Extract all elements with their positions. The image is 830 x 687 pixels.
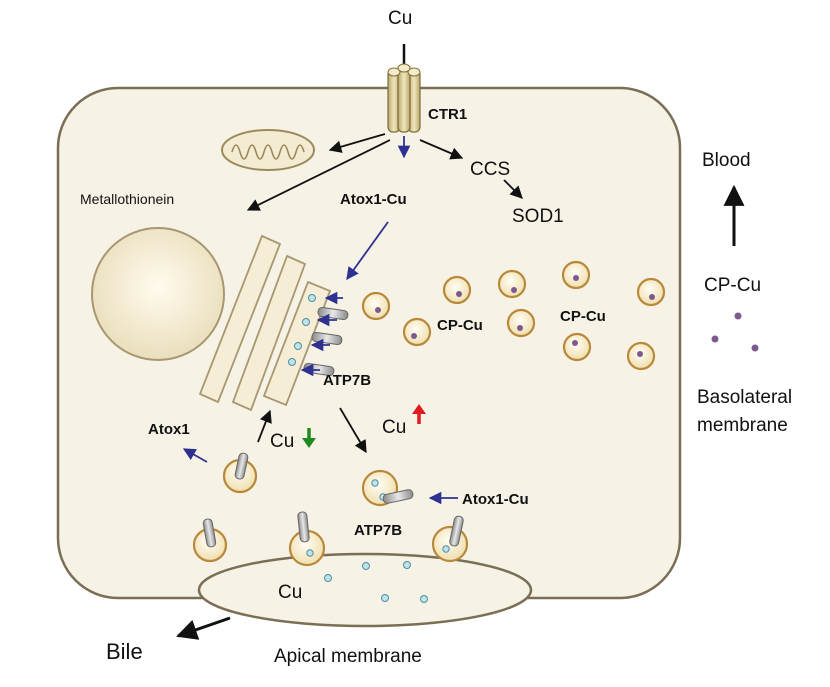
label-bile: Bile (106, 639, 143, 664)
label-atp7b-bottom: ATP7B (354, 522, 402, 539)
label-cu-up: Cu (382, 417, 406, 438)
cp-cu-vesicles (361, 260, 666, 371)
label-cu-down: Cu (270, 431, 294, 452)
nucleus (91, 227, 225, 361)
vesicle (442, 275, 472, 305)
golgi-copper (288, 294, 316, 366)
vesicle (402, 317, 432, 347)
cu-up-indicator (412, 404, 426, 424)
label-atox1-cu-top: Atox1-Cu (340, 191, 407, 208)
arrow-atox1cu-to-golgi (346, 221, 389, 281)
label-apical: Apical membrane (274, 646, 422, 667)
atp7b-vesicle-cytosol (361, 469, 414, 507)
vesicle (497, 269, 527, 299)
lumen-copper (324, 561, 428, 603)
label-basolateral-1: Basolateral (697, 387, 792, 408)
label-blood: Blood (702, 150, 751, 171)
vesicle (506, 308, 536, 338)
label-cu-lumen: Cu (278, 582, 302, 603)
apical-vesicle-3 (431, 515, 469, 563)
apical-vesicle-2 (288, 511, 326, 567)
cu-down-indicator (302, 428, 316, 448)
label-atox1: Atox1 (148, 421, 190, 438)
label-cp-cu-outside: CP-Cu (704, 275, 761, 296)
label-metallothionein: Metallothionein (80, 191, 174, 207)
arrow-atp7b-to-cytosol (339, 407, 367, 454)
vesicle (361, 291, 391, 321)
label-basolateral-2: membrane (697, 415, 788, 436)
vesicle (626, 341, 656, 371)
ctr1-transporter (387, 44, 421, 133)
arrow-vesicle-to-golgi (257, 409, 272, 443)
arrow-ccs-to-sod1 (503, 179, 523, 199)
label-cp-cu-1: CP-Cu (437, 317, 483, 334)
arrow-ctr1-to-mitochondrion (328, 133, 386, 153)
arrow-ctr1-to-ccs (419, 139, 464, 160)
label-ctr1: CTR1 (428, 106, 467, 123)
vesicle (636, 277, 666, 307)
label-cu-top: Cu (388, 8, 412, 29)
label-cp-cu-2: CP-Cu (560, 308, 606, 325)
arrow-to-atox1 (182, 448, 208, 463)
arrow-to-bile (176, 616, 231, 640)
arrows (176, 133, 745, 640)
arrow-ctr1-to-metallothionein (246, 139, 391, 211)
label-sod1: SOD1 (512, 206, 564, 227)
label-ccs: CCS (470, 159, 510, 180)
cp-cu-blood-dots (711, 312, 759, 352)
label-atp7b-mid: ATP7B (323, 372, 371, 389)
label-atox1-cu-bottom: Atox1-Cu (462, 491, 529, 508)
vesicle (562, 332, 592, 362)
mitochondrion (221, 129, 315, 171)
atp7b-vesicle-golgi-exit (222, 452, 258, 494)
apical-vesicle-1 (192, 518, 228, 563)
vesicle (561, 260, 591, 290)
bile-canaliculus (197, 552, 533, 628)
